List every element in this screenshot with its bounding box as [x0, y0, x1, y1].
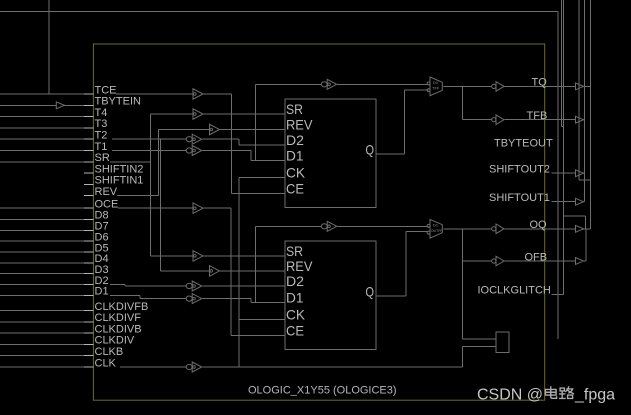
- svg-text:D1: D1: [286, 289, 304, 305]
- svg-text:REV: REV: [286, 117, 313, 133]
- svg-text:D1: D1: [95, 286, 109, 298]
- svg-text:SR: SR: [95, 152, 110, 164]
- svg-text:CK: CK: [286, 165, 306, 181]
- svg-text:SR: SR: [286, 243, 303, 259]
- svg-text:CSDN @: CSDN @: [477, 387, 543, 404]
- svg-text:TQ: TQ: [532, 77, 548, 89]
- svg-text:T1: T1: [95, 141, 108, 153]
- svg-text:Q: Q: [366, 141, 375, 157]
- svg-text:CLKDIVB: CLKDIVB: [95, 323, 142, 335]
- svg-text:TCE: TCE: [95, 84, 117, 96]
- svg-text:CLKDIVF: CLKDIVF: [95, 312, 142, 324]
- svg-text:CLKDIV: CLKDIV: [95, 335, 135, 347]
- svg-text:D7: D7: [95, 221, 109, 233]
- svg-text:OLOGIC_X1Y55 (OLOGICE3): OLOGIC_X1Y55 (OLOGICE3): [248, 385, 397, 397]
- svg-text:OQ: OQ: [530, 219, 548, 231]
- svg-text:_fpga: _fpga: [574, 387, 615, 404]
- svg-text:IOCLKGLITCH: IOCLKGLITCH: [478, 285, 551, 297]
- svg-text:D2: D2: [286, 273, 304, 289]
- svg-text:D8: D8: [95, 210, 109, 222]
- svg-text:CLKB: CLKB: [95, 346, 124, 358]
- svg-text:SHIFTOUT1: SHIFTOUT1: [489, 192, 550, 204]
- svg-text:SHIFTIN2: SHIFTIN2: [95, 163, 144, 175]
- svg-text:T2: T2: [95, 130, 108, 142]
- svg-text:CLKDIVFB: CLKDIVFB: [95, 301, 149, 313]
- svg-text:TBYTEOUT: TBYTEOUT: [494, 137, 553, 149]
- svg-text:Q: Q: [366, 283, 375, 299]
- svg-text:D1: D1: [433, 80, 439, 85]
- svg-text:TFF: TFF: [432, 86, 440, 91]
- svg-text:OUTFF: OUTFF: [431, 229, 442, 233]
- svg-text:T4: T4: [95, 107, 108, 119]
- svg-text:REV: REV: [95, 186, 118, 198]
- svg-text:CK: CK: [286, 307, 306, 323]
- svg-text:OFB: OFB: [525, 251, 548, 263]
- svg-text:CLK: CLK: [95, 357, 117, 369]
- svg-text:SHIFTOUT2: SHIFTOUT2: [489, 164, 550, 176]
- svg-text:D1: D1: [433, 222, 439, 227]
- svg-text:T3: T3: [95, 118, 108, 130]
- svg-text:D4: D4: [95, 253, 109, 265]
- svg-text:SHIFTIN1: SHIFTIN1: [95, 175, 144, 187]
- svg-text:TBYTEIN: TBYTEIN: [95, 96, 142, 108]
- svg-text:OCE: OCE: [95, 199, 119, 211]
- svg-text:CE: CE: [286, 181, 304, 197]
- svg-text:D2: D2: [95, 275, 109, 287]
- svg-text:SR: SR: [286, 101, 303, 117]
- svg-text:D1: D1: [286, 148, 304, 164]
- svg-text:CE: CE: [286, 323, 304, 339]
- svg-text:D2: D2: [286, 132, 304, 148]
- svg-text:REV: REV: [286, 258, 313, 274]
- svg-text:D6: D6: [95, 232, 109, 244]
- svg-text:D3: D3: [95, 264, 109, 276]
- svg-text:TFB: TFB: [527, 110, 548, 122]
- svg-text:D5: D5: [95, 242, 109, 254]
